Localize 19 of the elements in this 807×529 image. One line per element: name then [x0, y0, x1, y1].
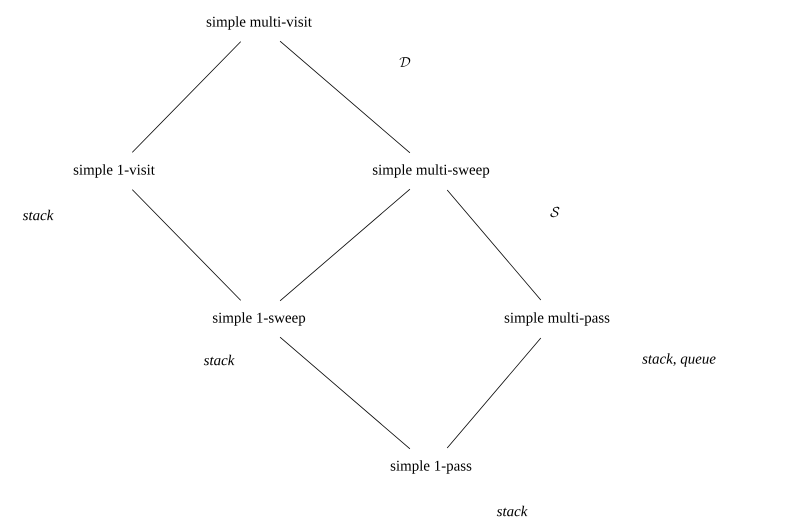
node-label: simple 1-pass — [390, 460, 472, 474]
line — [132, 41, 242, 153]
math-symbol: $\mathcal{S}$ — [550, 206, 560, 218]
side-note: stack — [496, 506, 528, 516]
side-note: stack — [204, 354, 235, 366]
node-label: simple multi-sweep — [372, 164, 490, 178]
node-label: simple multi-pass — [504, 312, 610, 326]
line — [446, 338, 542, 448]
math-symbol: $\mathcal{D}$ — [400, 57, 410, 67]
side-note: stack — [22, 210, 54, 220]
node-label: simple 1-visit — [74, 164, 155, 178]
node-label: simple multi-visit — [206, 16, 312, 30]
side-note: stack, queue — [642, 353, 716, 367]
line — [132, 189, 242, 301]
line — [446, 190, 542, 300]
line — [280, 40, 410, 154]
line — [280, 188, 410, 302]
line — [280, 336, 410, 450]
node-label: simple 1-sweep — [212, 312, 306, 326]
